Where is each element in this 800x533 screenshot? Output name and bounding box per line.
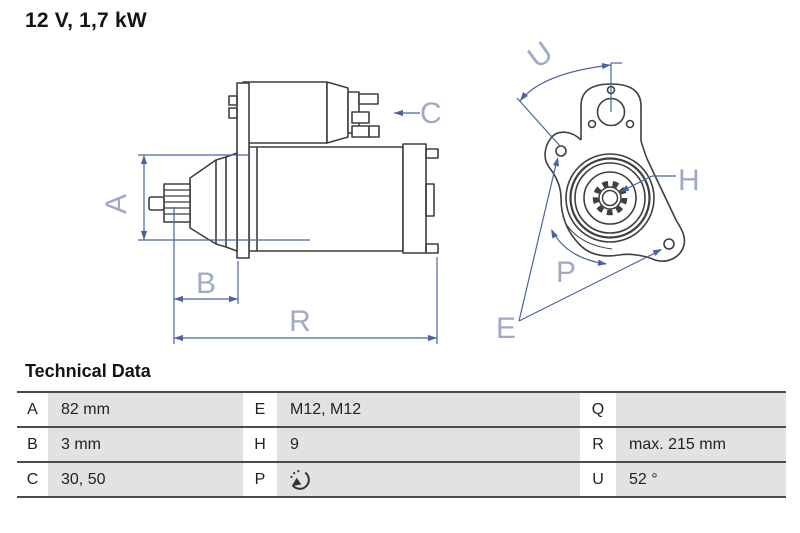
param-value: 3 mm xyxy=(48,428,243,461)
param-letter: U xyxy=(580,463,616,496)
param-letter: R xyxy=(580,428,616,461)
dim-label-a: A xyxy=(100,194,133,214)
starter-front-view xyxy=(544,83,686,262)
dim-label-h: H xyxy=(678,164,700,197)
dim-label-c: C xyxy=(420,97,442,130)
param-letter: A xyxy=(17,393,48,426)
dim-label-b: B xyxy=(196,267,216,300)
param-value: 30, 50 xyxy=(48,463,243,496)
end-cap xyxy=(402,143,427,254)
bolt-hole-lower xyxy=(663,238,675,250)
table-row: B 3 mm H 9 R max. 215 mm xyxy=(17,426,786,461)
param-value: 9 xyxy=(277,428,580,461)
dimension-labels: A B R C U H P E xyxy=(100,36,700,345)
param-letter: C xyxy=(17,463,48,496)
rotation-direction-icon xyxy=(287,467,313,493)
technical-data-table: A 82 mm E M12, M12 Q B 3 mm H 9 R max. 2… xyxy=(17,391,786,498)
pinion-shaft xyxy=(148,196,165,211)
motor-body xyxy=(248,146,404,252)
solenoid-terminal xyxy=(358,93,379,105)
mounting-flange xyxy=(236,82,250,259)
param-value xyxy=(616,393,786,426)
param-letter: E xyxy=(243,393,277,426)
param-letter: B xyxy=(17,428,48,461)
table-row: A 82 mm E M12, M12 Q xyxy=(17,391,786,426)
param-value xyxy=(277,463,580,496)
param-letter: P xyxy=(243,463,277,496)
solenoid-body xyxy=(242,81,328,144)
param-letter: Q xyxy=(580,393,616,426)
flange-outline xyxy=(544,131,686,262)
param-value: 82 mm xyxy=(48,393,243,426)
starter-side-view xyxy=(148,81,439,259)
table-row: C 30, 50 P U 52 ° xyxy=(17,461,786,496)
dimension-lines-left xyxy=(138,112,438,344)
dim-label-p: P xyxy=(556,256,576,289)
dim-label-e: E xyxy=(496,312,516,345)
param-value: M12, M12 xyxy=(277,393,580,426)
section-heading: Technical Data xyxy=(25,361,151,381)
param-value: 52 ° xyxy=(616,463,786,496)
pinion-gear-front xyxy=(592,180,628,216)
page-title: 12 V, 1,7 kW xyxy=(25,9,147,32)
param-value: max. 215 mm xyxy=(616,428,786,461)
technical-drawing: A B R C U H P E xyxy=(100,36,700,345)
param-letter: H xyxy=(243,428,277,461)
dim-label-u: U xyxy=(522,36,559,75)
dim-label-r: R xyxy=(289,305,311,338)
drive-end-housing xyxy=(189,152,238,252)
bolt-hole-upper xyxy=(555,145,567,157)
